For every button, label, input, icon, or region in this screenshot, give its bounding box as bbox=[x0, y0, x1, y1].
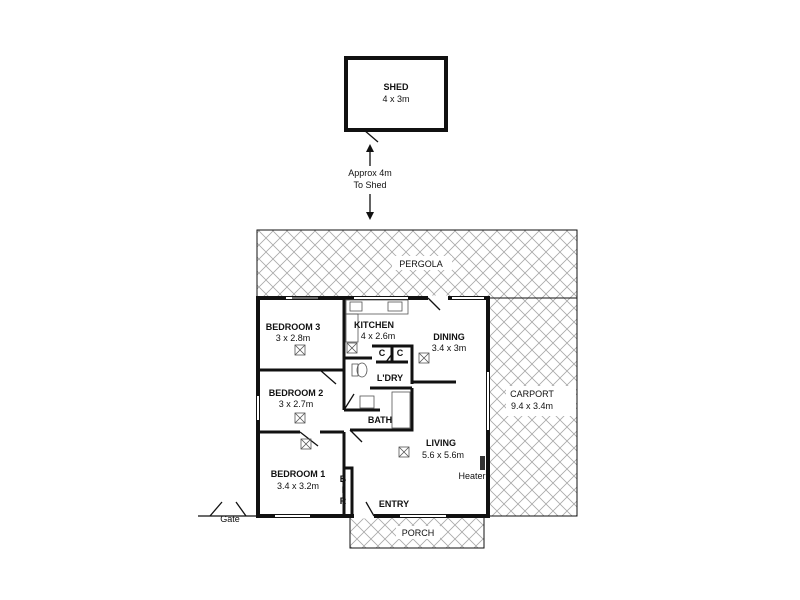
laundry-name: L'DRY bbox=[377, 373, 403, 383]
porch: PORCH bbox=[349, 515, 485, 549]
kitchen-name: KITCHEN bbox=[354, 320, 394, 330]
bir-r: R bbox=[340, 496, 347, 506]
shed-name: SHED bbox=[383, 82, 409, 92]
heater-label: Heater bbox=[458, 471, 485, 481]
gate-label: Gate bbox=[220, 514, 240, 524]
light-icon bbox=[398, 446, 410, 458]
shed-size: 4 x 3m bbox=[382, 94, 409, 104]
bedroom3-size: 3 x 2.8m bbox=[276, 333, 311, 343]
light-icons bbox=[294, 342, 430, 458]
bir-i: I bbox=[342, 485, 345, 495]
house-walls bbox=[256, 295, 490, 519]
bath-name: BATH bbox=[368, 415, 392, 425]
light-icon bbox=[346, 342, 358, 354]
kitchen-fixtures bbox=[345, 299, 409, 343]
light-icon bbox=[294, 344, 306, 356]
bedroom2-size: 3 x 2.7m bbox=[279, 399, 314, 409]
gate: Gate bbox=[198, 501, 258, 524]
heater-unit bbox=[480, 456, 485, 470]
light-icon bbox=[300, 438, 312, 450]
carport: CARPORT 9.4 x 3.4m bbox=[487, 297, 578, 517]
kitchen-size: 4 x 2.6m bbox=[361, 331, 396, 341]
living-name: LIVING bbox=[426, 438, 456, 448]
carport-name: CARPORT bbox=[510, 389, 554, 399]
light-icon bbox=[294, 412, 306, 424]
light-icon bbox=[418, 352, 430, 364]
distance-arrow: Approx 4m To Shed bbox=[348, 144, 392, 220]
bir-b: B bbox=[340, 474, 347, 484]
porch-name: PORCH bbox=[402, 528, 435, 538]
bedroom3-name: BEDROOM 3 bbox=[266, 322, 321, 332]
entry-name: ENTRY bbox=[379, 499, 409, 509]
pergola-name: PERGOLA bbox=[399, 259, 443, 269]
dining-name: DINING bbox=[433, 332, 465, 342]
distance-line2: To Shed bbox=[353, 180, 386, 190]
carport-size: 9.4 x 3.4m bbox=[511, 401, 553, 411]
shed: SHED 4 x 3m bbox=[344, 56, 448, 143]
living-size: 5.6 x 5.6m bbox=[422, 450, 464, 460]
bedroom2-name: BEDROOM 2 bbox=[269, 388, 324, 398]
pergola: PERGOLA bbox=[256, 229, 578, 299]
bedroom1-name: BEDROOM 1 bbox=[271, 469, 326, 479]
bath-fixtures bbox=[351, 362, 411, 429]
cupboard-c2: C bbox=[397, 348, 404, 358]
room-labels: BEDROOM 3 3 x 2.8m BEDROOM 2 3 x 2.7m BE… bbox=[266, 320, 486, 509]
cupboard-c1: C bbox=[379, 348, 386, 358]
bedroom1-size: 3.4 x 3.2m bbox=[277, 481, 319, 491]
dining-size: 3.4 x 3m bbox=[432, 343, 467, 353]
distance-line1: Approx 4m bbox=[348, 168, 392, 178]
